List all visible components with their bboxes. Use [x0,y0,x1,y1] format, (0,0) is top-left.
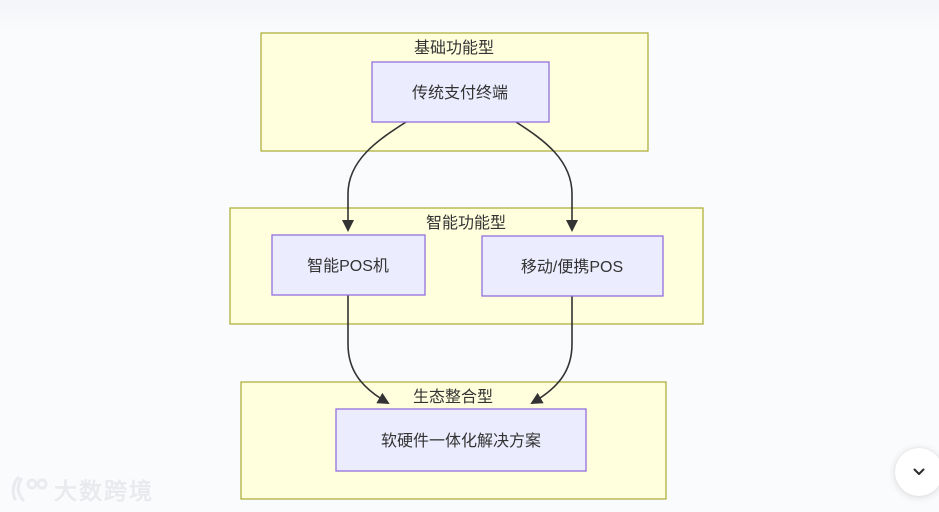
node-integrated-solution: 软硬件一体化解决方案 [335,408,587,472]
node-mobile-pos-box [481,235,664,297]
cluster-basic-type-title: 基础功能型 [414,39,494,57]
node-integrated-solution-label: 软硬件一体化解决方案 [381,432,541,450]
chevron-down-icon [913,468,925,475]
node-traditional-terminal-box [371,61,550,123]
cluster-ecosystem-type-title: 生态整合型 [413,388,493,406]
scroll-down-button[interactable] [895,448,939,496]
node-traditional-terminal-label: 传统支付终端 [412,84,508,102]
edge-traditional-to-smartpos [342,121,407,232]
node-traditional-terminal: 传统支付终端 [371,61,550,123]
node-integrated-solution-box [335,408,587,472]
node-smart-pos: 智能POS机 [271,234,426,296]
edge-mobilepos-to-integrated [530,296,573,404]
cluster-smart-type-title: 智能功能型 [426,214,506,232]
edge-traditional-to-mobilepos [515,121,578,232]
node-smart-pos-label: 智能POS机 [307,257,389,275]
node-mobile-pos: 移动/便携POS [481,235,664,297]
node-smart-pos-box [271,234,426,296]
edge-smartpos-to-integrated [347,295,390,404]
node-mobile-pos-label: 移动/便携POS [521,258,623,276]
